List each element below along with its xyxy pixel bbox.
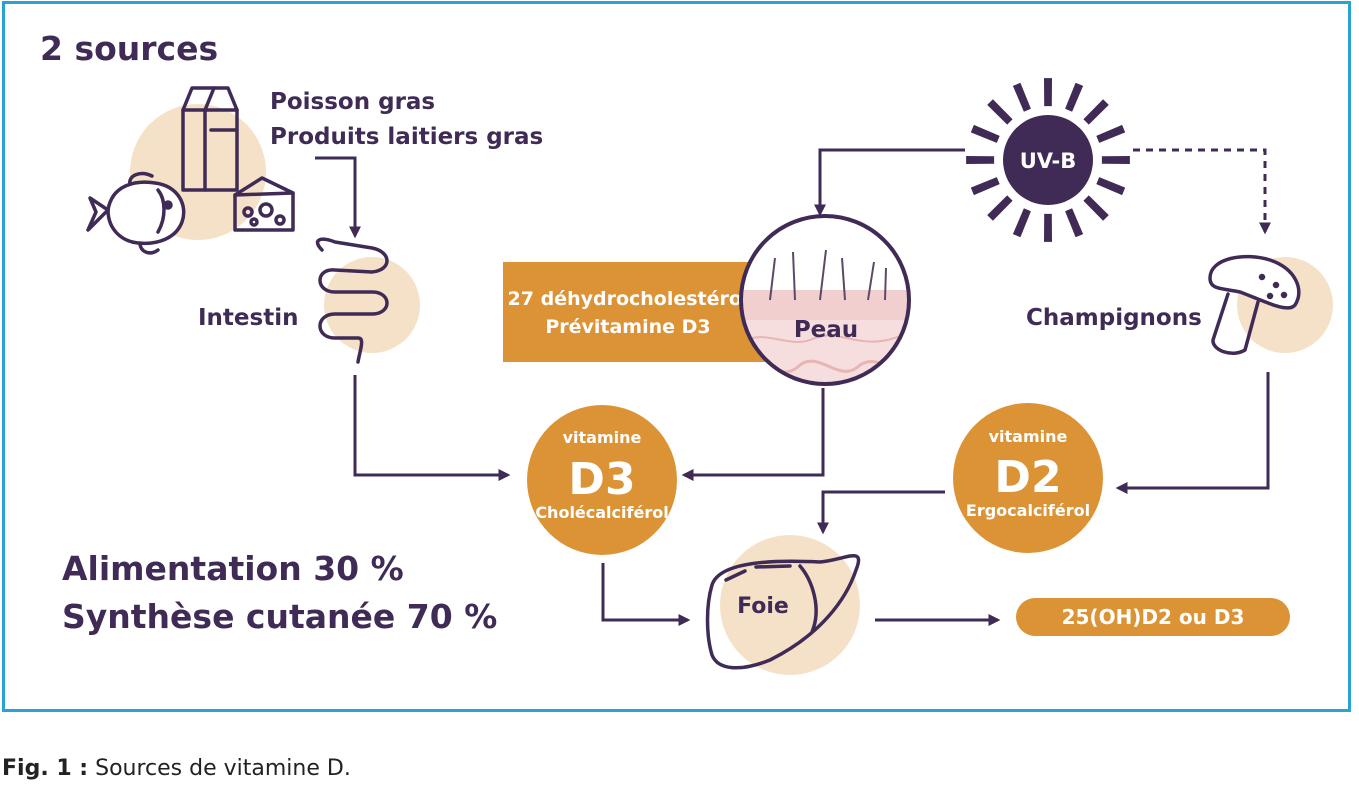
skin-box-line1: 27 déhydrocholestérol [508, 288, 749, 310]
food-label-2: Produits laitiers gras [270, 124, 543, 150]
uvb-label: UV-B [1020, 149, 1077, 173]
fish-icon [86, 171, 186, 255]
stats-line-2: Synthèse cutanée 70 % [62, 597, 497, 636]
foie-label: Foie [737, 594, 789, 619]
stats-line-1: Alimentation 30 % [62, 549, 404, 588]
arrow-food-to-intestin [315, 156, 361, 239]
liver-bg-circle [720, 535, 860, 675]
diagram-frame [2, 1, 1351, 712]
milk-carton-icon [181, 86, 239, 192]
sun-icon [966, 78, 1130, 242]
d3-circle [527, 405, 677, 555]
d2-big-label: D2 [994, 452, 1061, 503]
arrow-mushroom-to-d2 [1115, 372, 1270, 494]
sun-ray [1096, 124, 1126, 143]
sun-ray [1065, 208, 1084, 238]
arrow-d3-to-liver [601, 563, 691, 626]
intestine-icon [315, 237, 389, 364]
intestin-bg-circle [324, 257, 420, 353]
sun-ray [1083, 195, 1109, 221]
sun-ray [1044, 213, 1052, 242]
sun-ray [970, 177, 1000, 196]
arrow-intestin-to-d3 [353, 375, 511, 481]
figure-caption: Fig. 1 : Sources de vitamine D. [2, 756, 351, 781]
d3-big-label: D3 [568, 454, 635, 505]
sun-ray [970, 124, 1000, 143]
sun-ray [987, 99, 1013, 125]
arrow-uvb-to-mushroom [1133, 148, 1271, 235]
cheese-icon [233, 176, 295, 232]
d3-bottom-label: Cholécalciférol [535, 503, 668, 522]
sun-ray [1101, 156, 1130, 164]
sun-ray [1044, 78, 1052, 107]
mushroom-icon [1208, 254, 1301, 355]
vitamin-d-diagram: 2 sources Poisson gras Produits laitiers… [40, 29, 1333, 675]
sun-ray [987, 195, 1013, 221]
d2-bottom-label: Ergocalciférol [966, 501, 1090, 520]
d2-circle [953, 403, 1103, 553]
intestin-label: Intestin [198, 305, 298, 331]
sun-ray [1012, 82, 1031, 112]
sun-ray [966, 156, 995, 164]
skin-box-line2: Prévitamine D3 [545, 316, 710, 338]
d2-top-label: vitamine [989, 427, 1068, 446]
skin-icon [739, 214, 911, 386]
result-label: 25(OH)D2 ou D3 [1062, 605, 1245, 629]
arrow-d2-to-liver [817, 490, 945, 535]
champignons-label: Champignons [1026, 305, 1202, 331]
sun-ray [1012, 208, 1031, 238]
caption-label: Fig. 1 : [2, 756, 89, 781]
caption-text: Sources de vitamine D. [95, 756, 351, 781]
arrow-skin-to-d3 [681, 388, 825, 481]
sun-ray [1065, 82, 1084, 112]
sun-ray [1096, 177, 1126, 196]
diagram-title: 2 sources [40, 29, 218, 68]
result-pill [1016, 598, 1290, 636]
liver-icon [705, 553, 861, 670]
arrow-uvb-to-skin [814, 148, 965, 217]
peau-label: Peau [794, 317, 858, 343]
sun-ray [1083, 99, 1109, 125]
d3-top-label: vitamine [563, 428, 642, 447]
food-label-1: Poisson gras [270, 89, 435, 115]
